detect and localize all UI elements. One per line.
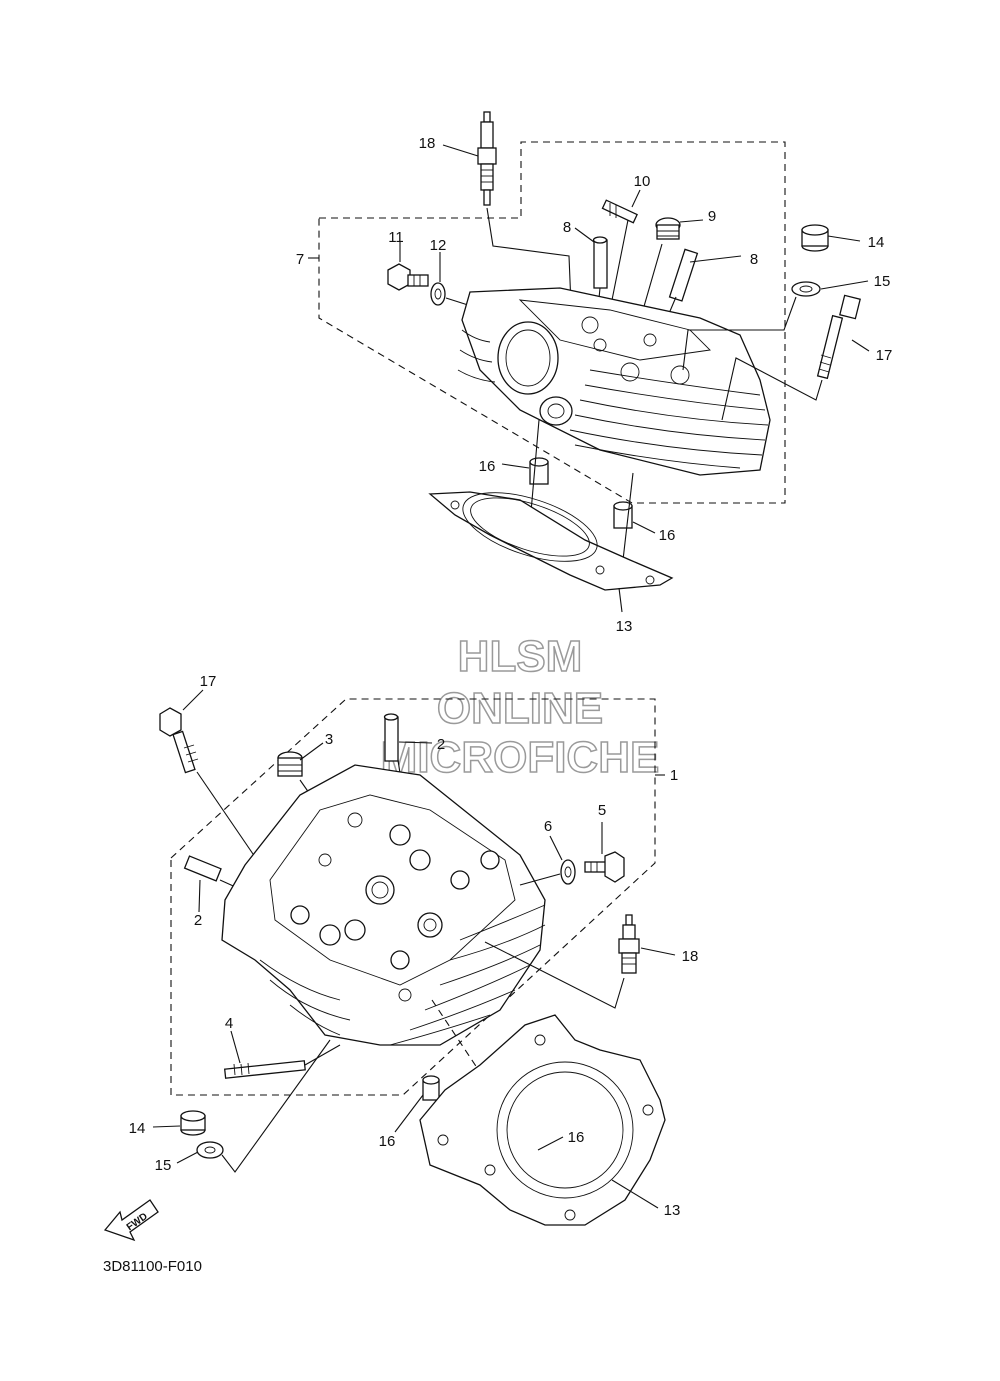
callout-label: 14 xyxy=(868,234,885,251)
callout-leaders xyxy=(152,144,870,1209)
callout-label: 1 xyxy=(670,767,678,784)
diagram-reference-code: 3D81100-F010 xyxy=(103,1258,202,1275)
assembly-bracket-1 xyxy=(170,698,656,1096)
rear-cylinder-head-assembly xyxy=(318,111,861,591)
watermark-line-2: ONLINE xyxy=(437,684,603,733)
callout-label: 14 xyxy=(129,1120,146,1137)
watermark: HLSM ONLINE MICROFICHE xyxy=(380,631,660,783)
washer-top-15[interactable] xyxy=(791,281,821,297)
dowel-top-16a[interactable] xyxy=(529,457,549,485)
washer-bottom-6[interactable] xyxy=(560,859,576,885)
head-gasket-bottom[interactable] xyxy=(419,1014,666,1226)
spark-plug-top[interactable] xyxy=(477,111,497,206)
callout-label: 9 xyxy=(708,208,716,225)
dowel-pin-top-left[interactable] xyxy=(592,236,608,331)
callout-label: 2 xyxy=(437,736,445,753)
bolt-bottom-5[interactable] xyxy=(584,851,625,883)
forward-arrow-icon: FWD xyxy=(103,1199,159,1242)
cylinder-head-bottom xyxy=(221,764,546,1046)
dowel-pin-bottom-2b[interactable] xyxy=(183,855,222,882)
callout-label: 8 xyxy=(750,251,758,268)
plug-bottom-3[interactable] xyxy=(277,751,303,777)
callout-label: 18 xyxy=(419,135,436,152)
callout-label: 10 xyxy=(634,173,651,190)
callouts-bottom: 17 3 2 2 1 5 6 18 4 14 15 16 16 13 xyxy=(129,673,699,1219)
callout-label: 6 xyxy=(544,818,552,835)
dowel-pin-bottom-2a[interactable] xyxy=(383,713,399,762)
callout-label: 3 xyxy=(325,731,333,748)
dowel-bottom-16a[interactable] xyxy=(422,1075,440,1101)
callout-label: 16 xyxy=(659,527,676,544)
stud-top[interactable] xyxy=(601,199,638,224)
spark-plug-bottom[interactable] xyxy=(618,914,640,974)
callout-label: 5 xyxy=(598,802,606,819)
washer-bottom-15[interactable] xyxy=(196,1141,224,1159)
callout-label: 11 xyxy=(388,229,404,246)
head-gasket-top[interactable] xyxy=(428,479,674,591)
callouts-top: 18 10 9 8 8 7 11 12 14 15 17 16 16 13 xyxy=(296,135,893,635)
callout-label: 12 xyxy=(430,237,447,254)
callout-label: 4 xyxy=(225,1015,233,1032)
nut-top-14[interactable] xyxy=(801,224,829,252)
washer-top-12[interactable] xyxy=(430,282,446,306)
callout-label: 17 xyxy=(876,347,893,364)
plug-top[interactable] xyxy=(655,217,681,240)
callout-label: 7 xyxy=(296,251,304,268)
callout-label: 15 xyxy=(874,273,891,290)
bolt-bottom-17[interactable] xyxy=(159,707,199,774)
bolt-top-11[interactable] xyxy=(387,263,429,291)
callout-label: 18 xyxy=(682,948,699,965)
stud-bottom-4[interactable] xyxy=(223,1060,306,1079)
callout-label: 8 xyxy=(563,219,571,236)
watermark-line-1: HLSM xyxy=(458,632,583,681)
callout-label: 16 xyxy=(568,1129,585,1146)
callout-label: 2 xyxy=(194,912,202,929)
callout-label: 13 xyxy=(664,1202,681,1219)
callout-label: 16 xyxy=(379,1133,396,1150)
watermark-line-3: MICROFICHE xyxy=(381,733,660,782)
callout-label: 15 xyxy=(155,1157,172,1174)
front-cylinder-head-assembly: FWD xyxy=(103,698,666,1242)
callout-label: 17 xyxy=(200,673,217,690)
nut-bottom-14[interactable] xyxy=(180,1110,206,1136)
assembly-bracket-7 xyxy=(318,141,786,504)
cylinder-head-top xyxy=(457,287,771,476)
callout-label: 13 xyxy=(616,618,633,635)
callout-label: 16 xyxy=(479,458,496,475)
bolt-top-17[interactable] xyxy=(816,294,861,380)
